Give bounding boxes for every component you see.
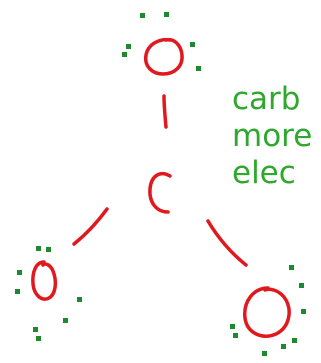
note-line-2: more <box>232 118 313 154</box>
top-oxygen-lone-pairs <box>122 12 201 71</box>
lower-left-oxygen-lone-pairs <box>15 246 82 341</box>
lower-left-oxygen-circle <box>31 260 58 301</box>
lower-right-oxygen <box>230 265 306 356</box>
electron-dot <box>190 42 195 47</box>
note-line-3: elec <box>232 155 296 191</box>
bond-top <box>162 94 168 129</box>
electron-dot <box>289 265 294 270</box>
electron-dot <box>230 324 235 329</box>
bond-lower-left <box>72 207 109 246</box>
top-oxygen-circle <box>143 37 184 76</box>
electron-dot <box>281 344 286 349</box>
electron-dot <box>36 246 41 251</box>
electron-dot <box>15 289 20 294</box>
electron-dot <box>140 13 145 18</box>
center-carbon <box>148 171 172 214</box>
electron-dot <box>233 333 238 338</box>
electron-dot <box>33 327 38 332</box>
electron-dot <box>299 283 304 288</box>
electron-dot <box>262 351 267 356</box>
lower-right-oxygen-lone-pairs <box>230 265 306 356</box>
electron-dot <box>196 66 201 71</box>
top-oxygen <box>122 12 201 76</box>
electron-dot <box>46 247 51 252</box>
electron-dot <box>126 44 131 49</box>
lower-left-oxygen <box>15 246 82 341</box>
electron-dot <box>122 52 127 57</box>
electron-dot <box>301 309 306 314</box>
lower-right-oxygen-circle <box>243 286 291 338</box>
electron-dot <box>77 297 82 302</box>
electron-dot <box>292 338 297 343</box>
electron-dot <box>17 270 22 275</box>
electron-dot <box>63 318 68 323</box>
electron-dot <box>36 336 41 341</box>
note-line-1: carb <box>232 81 301 117</box>
bond-lower-right <box>206 219 248 267</box>
electron-dot <box>164 12 169 17</box>
